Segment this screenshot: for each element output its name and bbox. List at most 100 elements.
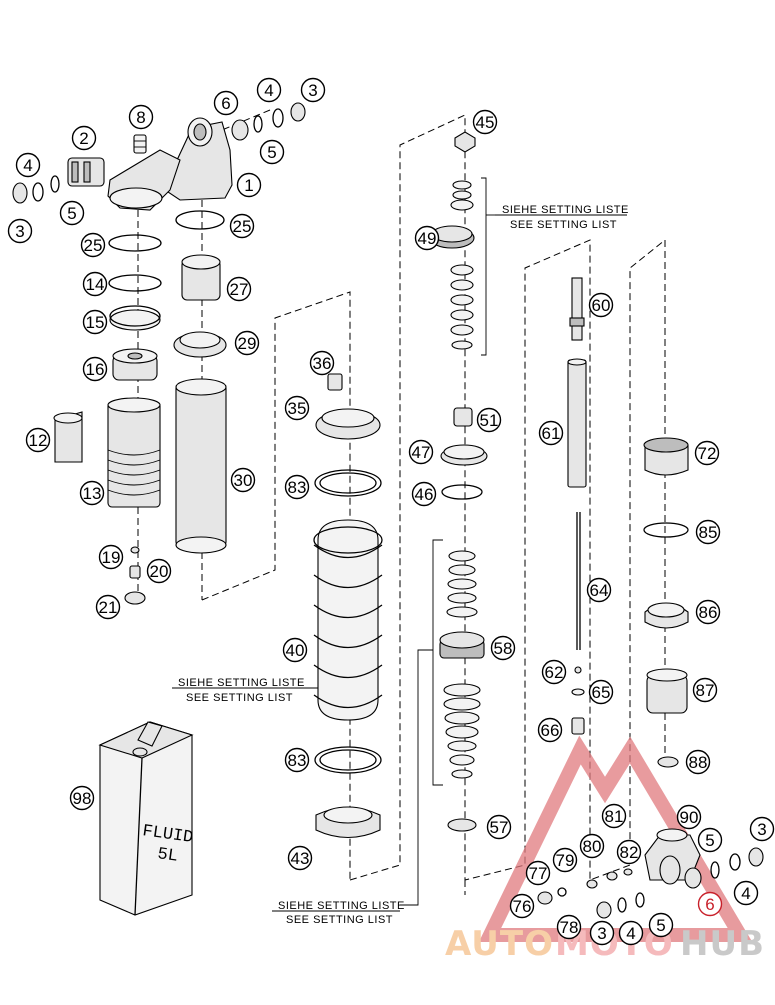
callout-circle [552, 847, 578, 873]
callout-circle [128, 104, 154, 130]
callout-46: 46 [411, 481, 437, 507]
callout-19: 19 [98, 544, 124, 570]
callout-circle [408, 439, 434, 465]
note-shims-bottom-en: SEE SETTING LIST [286, 914, 393, 926]
callout-label: 19 [102, 548, 121, 567]
callout-66: 66 [537, 717, 563, 743]
callout-6: 6 [213, 90, 239, 116]
callout-label: 72 [698, 444, 717, 463]
callout-label: 3 [308, 81, 317, 100]
callout-circle [601, 803, 627, 829]
note-spring-en: SEE SETTING LIST [186, 692, 293, 704]
callout-circle [71, 125, 97, 151]
reservoir-seals [53, 234, 162, 605]
callout-label: 4 [23, 156, 32, 175]
callout-circle [616, 839, 642, 865]
callout-circle [98, 544, 124, 570]
note-shims-top-de: SIEHE SETTING LISTE [502, 204, 629, 216]
callout-80: 80 [579, 833, 605, 859]
callout-label: 4 [626, 924, 635, 943]
callout-circle [146, 558, 172, 584]
callout-60: 60 [588, 292, 614, 318]
callout-label: 76 [513, 897, 532, 916]
callout-label: 60 [592, 296, 611, 315]
callout-label: 83 [288, 751, 307, 770]
callout-label: 61 [542, 424, 561, 443]
callout-label: 58 [494, 639, 513, 658]
callout-circle [694, 440, 720, 466]
fluid-can-98: FLUID 5L [98, 721, 194, 916]
callout-circle [695, 519, 721, 545]
callout-circle [414, 225, 440, 251]
callout-64: 64 [586, 577, 612, 603]
watermark-triangle-icon [478, 735, 753, 942]
callout-label: 6 [705, 895, 714, 914]
callout-circle [586, 577, 612, 603]
callout-label: 43 [291, 849, 310, 868]
callout-51: 51 [476, 407, 502, 433]
callout-label: 87 [696, 681, 715, 700]
callout-circle [82, 271, 108, 297]
callout-circle [230, 467, 256, 493]
callout-76: 76 [509, 893, 535, 919]
callout-circle [259, 139, 285, 165]
screw-8 [133, 134, 147, 154]
callout-circle [476, 407, 502, 433]
callout-label: 35 [288, 399, 307, 418]
callout-label: 30 [234, 471, 253, 490]
callout-label: 2 [79, 129, 88, 148]
callout-14: 14 [82, 271, 108, 297]
callout-circle [284, 395, 310, 421]
callout-16: 16 [82, 356, 108, 382]
callout-circle [287, 845, 313, 871]
callout-12: 12 [25, 427, 51, 453]
callout-label: 51 [480, 411, 499, 430]
callout-circle [588, 679, 614, 705]
callout-label: 14 [86, 275, 105, 294]
reservoir-ribs [107, 449, 161, 496]
callout-circle [490, 635, 516, 661]
callout-43: 43 [287, 845, 313, 871]
callout-circle [213, 90, 239, 116]
callout-label: 46 [415, 485, 434, 504]
reservoir-13 [107, 401, 161, 508]
callout-circle [556, 914, 582, 940]
callout-label: 81 [605, 807, 624, 826]
callout-label: 15 [86, 313, 105, 332]
callout-label: 13 [83, 484, 102, 503]
setting-notes: SIEHE SETTING LISTE SEE SETTING LIST SIE… [172, 204, 629, 926]
callout-label: 80 [583, 837, 602, 856]
top-clevis-parts [12, 102, 306, 211]
callout-81: 81 [601, 803, 627, 829]
callout-label: 47 [412, 443, 431, 462]
callout-83: 83 [284, 747, 310, 773]
callout-49: 49 [414, 225, 440, 251]
callout-87: 87 [692, 677, 718, 703]
callout-circle [579, 833, 605, 859]
callout-47: 47 [408, 439, 434, 465]
callout-circle [537, 717, 563, 743]
body-parts [173, 210, 227, 554]
piston-rod-parts [567, 277, 587, 735]
callout-label: 4 [264, 81, 273, 100]
callout-label: 12 [29, 431, 48, 450]
callout-circle [541, 659, 567, 685]
callout-circle [589, 920, 615, 946]
spring-40 [313, 519, 383, 721]
callout-25: 25 [80, 232, 106, 258]
callout-label: 3 [597, 924, 606, 943]
watermark-auto: AUTO [445, 924, 554, 964]
callout-label: 90 [680, 808, 699, 827]
callout-label: 77 [529, 864, 548, 883]
callout-85: 85 [695, 519, 721, 545]
callout-86: 86 [695, 599, 721, 625]
callout-65: 65 [588, 679, 614, 705]
callout-61: 61 [538, 420, 564, 446]
note-shims-top-en: SEE SETTING LIST [510, 219, 617, 231]
callout-3: 3 [749, 816, 775, 842]
callout-label: 5 [705, 831, 714, 850]
callout-3: 3 [589, 920, 615, 946]
callout-circle [234, 330, 260, 356]
callout-77: 77 [525, 860, 551, 886]
callout-circle [472, 109, 498, 135]
